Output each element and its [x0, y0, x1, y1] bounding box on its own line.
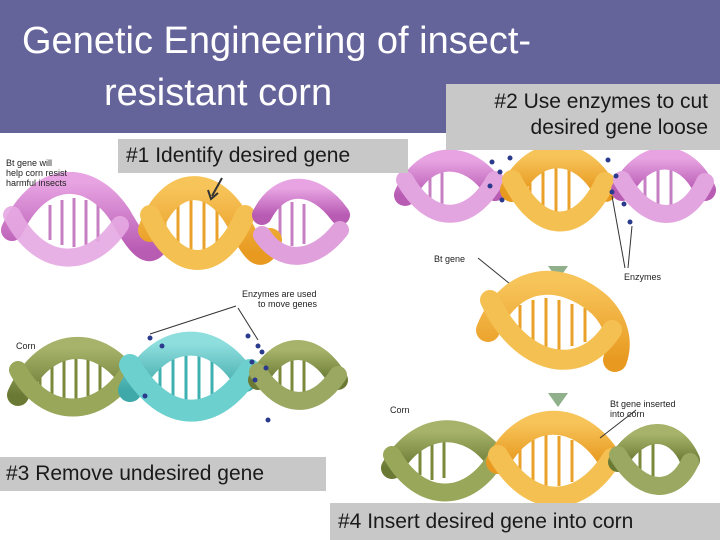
bt-source-helix — [1, 172, 350, 270]
enzyme-dots-right — [487, 155, 633, 225]
corn-label-right: Corn — [390, 405, 410, 415]
enzymes-used-line-2: to move genes — [258, 299, 318, 309]
step-4-callout: #4 Insert desired gene into corn — [330, 503, 720, 540]
bt-gene-note-line-1: Bt gene will — [6, 158, 53, 168]
pointer-arrow — [211, 177, 223, 197]
enzymes-label: Enzymes — [624, 272, 662, 282]
bt-gene-note: Bt gene will help corn resist harmful in… — [6, 158, 67, 188]
corn-label-left: Corn — [16, 341, 36, 351]
step-2-callout: #2 Use enzymes to cut desired gene loose — [446, 84, 720, 150]
flow-arrow-2 — [548, 393, 568, 407]
bt-gene-label: Bt gene — [434, 254, 466, 264]
corn-helix-left — [7, 331, 348, 422]
bt-inserted-label: Bt gene inserted into corn — [610, 399, 676, 419]
step-1-callout: #1 Identify desired gene — [118, 139, 408, 173]
bt-cut-helix — [394, 144, 716, 232]
step-2-line-1: #2 Use enzymes to cut — [494, 90, 708, 113]
enzymes-used-line-1: Enzymes are used — [242, 289, 317, 299]
enzyme-pointer-lines — [149, 305, 259, 341]
title-line-1: Genetic Engineering of insect- — [22, 20, 532, 62]
isolated-bt-gene — [476, 270, 630, 372]
step-3-callout: #3 Remove undesired gene — [0, 457, 326, 491]
title-line-2: resistant corn — [104, 72, 333, 114]
bt-inserted-line-2: into corn — [610, 409, 645, 419]
bt-gene-note-line-2: help corn resist — [6, 168, 68, 178]
inserted-pointer-line — [599, 409, 637, 439]
bt-gene-note-line-3: harmful insects — [6, 178, 67, 188]
bt-inserted-line-1: Bt gene inserted — [610, 399, 676, 409]
step-2-line-2: desired gene loose — [530, 116, 708, 139]
recombinant-corn-helix — [381, 410, 700, 507]
enzymes-used-label: Enzymes are used to move genes — [242, 289, 317, 309]
enzyme-dots-left — [142, 333, 271, 423]
